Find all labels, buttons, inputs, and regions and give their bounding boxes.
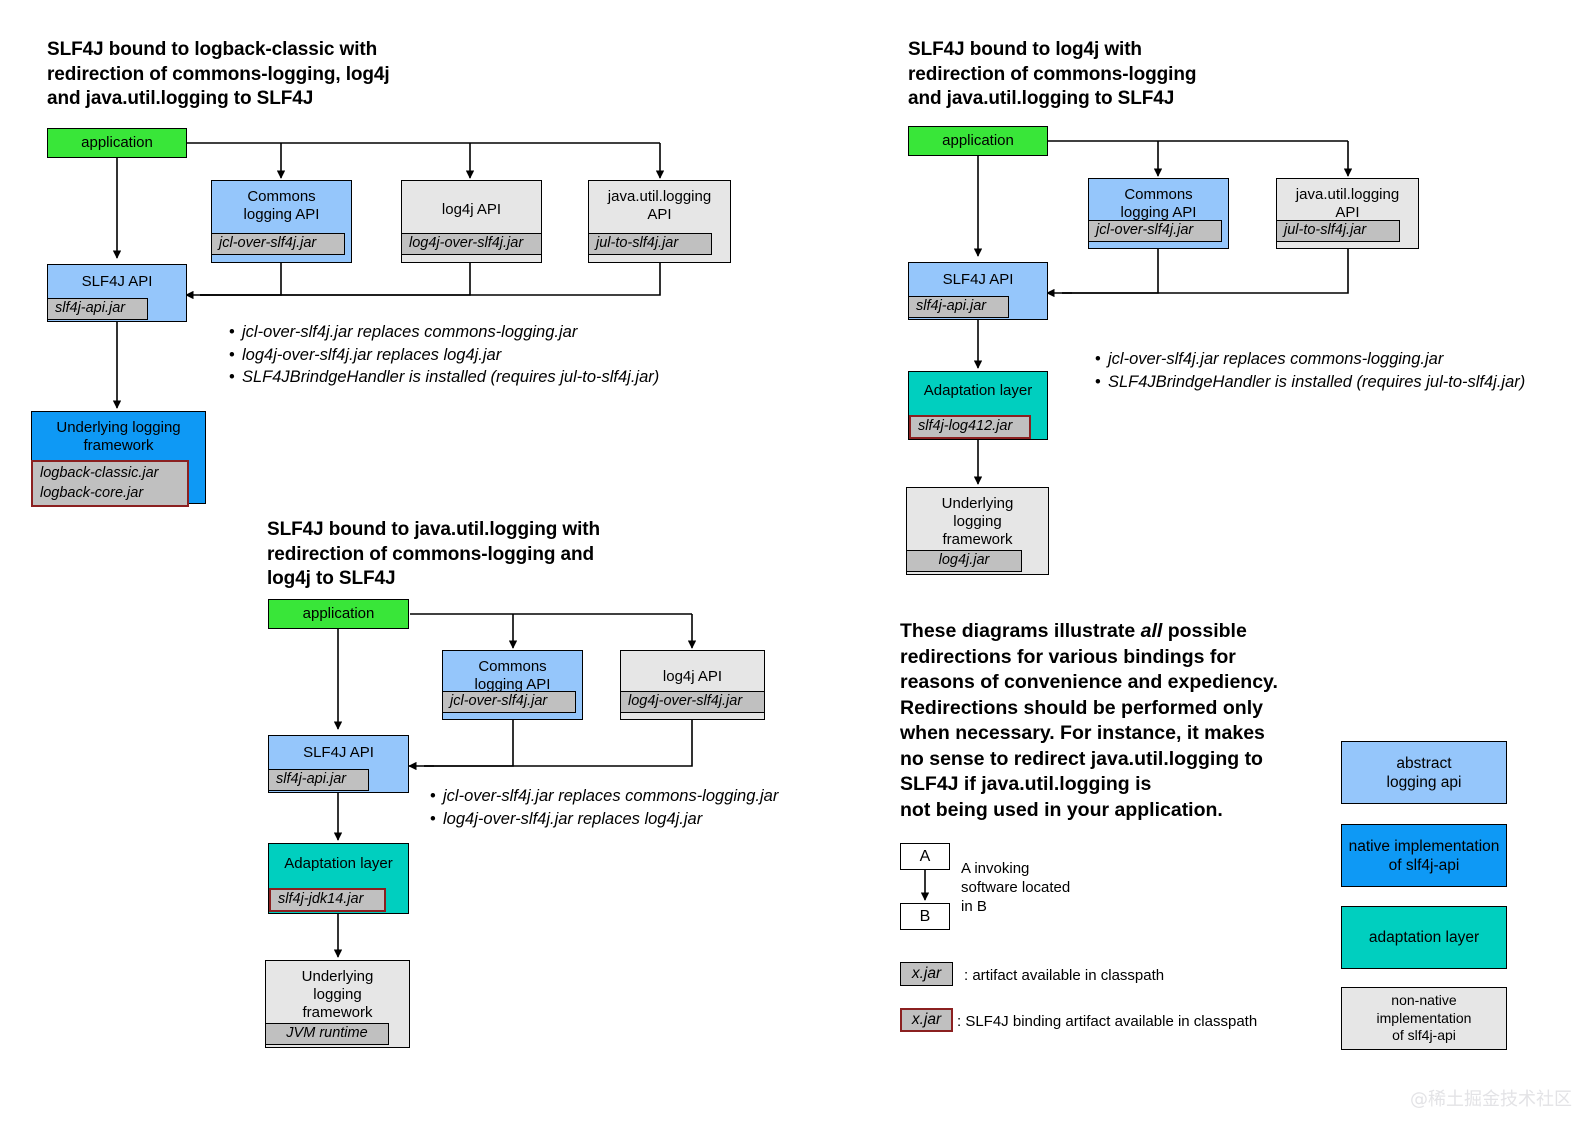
- key-non-native-implementation: non-native implementation of slf4j-api: [1341, 987, 1507, 1050]
- diagram1-log4j-api-node[interactable]: log4j API log4j-over-slf4j.jar: [401, 180, 542, 263]
- node-label: log4j API: [441, 201, 502, 218]
- key-label: abstract logging api: [1386, 754, 1462, 791]
- diagram3-application-node[interactable]: application: [268, 599, 409, 629]
- legend-box-a: A: [900, 843, 950, 870]
- node-label: SLF4J API: [942, 271, 1014, 288]
- jar-chip: slf4j-api.jar: [908, 296, 1009, 318]
- note-item: jcl-over-slf4j.jar replaces commons-logg…: [1108, 348, 1525, 371]
- jar-chip: jul-to-slf4j.jar: [588, 233, 712, 255]
- diagram3-adaptation-layer-node[interactable]: Adaptation layer slf4j-jdk14.jar: [268, 843, 409, 914]
- node-label: Commons logging API: [243, 188, 320, 223]
- diagram3-commons-logging-node[interactable]: Commons logging API jcl-over-slf4j.jar: [442, 650, 583, 720]
- key-label: adaptation layer: [1368, 929, 1480, 946]
- legend-box-b-label: B: [919, 907, 931, 925]
- legend-box-b: B: [900, 903, 950, 930]
- key-abstract-logging-api: abstract logging api: [1341, 741, 1507, 804]
- diagram3-underlying-framework-node[interactable]: Underlying logging framework JVM runtime: [265, 960, 410, 1048]
- legend-box-a-label: A: [919, 847, 931, 865]
- node-label: SLF4J API: [303, 744, 374, 761]
- diagram2-underlying-framework-node[interactable]: Underlying logging framework log4j.jar: [906, 487, 1049, 575]
- node-label: Adaptation layer: [923, 382, 1033, 399]
- note-item: jcl-over-slf4j.jar replaces commons-logg…: [443, 785, 778, 808]
- legend-binding-jar-chip: x.jar: [900, 1008, 953, 1032]
- legend-jar-chip: x.jar: [900, 962, 953, 986]
- jar-chip: log4j.jar: [906, 550, 1022, 572]
- note-item: log4j-over-slf4j.jar replaces log4j.jar: [443, 808, 778, 831]
- node-label: java.util.logging API: [1295, 186, 1400, 221]
- diagram3-slf4j-api-node[interactable]: SLF4J API slf4j-api.jar: [268, 735, 409, 793]
- diagram2-commons-logging-node[interactable]: Commons logging API jcl-over-slf4j.jar: [1088, 178, 1229, 249]
- legend-jar-chip-label: x.jar: [911, 965, 942, 982]
- diagram1-underlying-framework-node[interactable]: Underlying logging framework logback-cla…: [31, 411, 206, 507]
- node-label: application: [942, 132, 1014, 149]
- diagram2-application-node[interactable]: application: [908, 126, 1048, 156]
- jar-chip: jul-to-slf4j.jar: [1276, 220, 1400, 242]
- note-item: SLF4JBrindgeHandler is installed (requir…: [242, 366, 659, 389]
- paragraph-line1-b: possible: [1162, 620, 1247, 642]
- note-item: log4j-over-slf4j.jar replaces log4j.jar: [242, 344, 659, 367]
- node-label: Underlying logging framework: [56, 419, 181, 454]
- jar-chip: jcl-over-slf4j.jar: [1088, 220, 1222, 242]
- node-label: java.util.logging API: [607, 188, 712, 223]
- node-label: Underlying logging framework: [301, 968, 374, 1021]
- diagram1-application-node[interactable]: application: [47, 128, 187, 158]
- jar-chip-binding: logback-classic.jar logback-core.jar: [31, 460, 189, 507]
- jar-chip-binding: slf4j-log412.jar: [909, 415, 1031, 439]
- legend-arrow-caption: A invoking software located in B: [961, 860, 1071, 915]
- jar-chip: jcl-over-slf4j.jar: [442, 691, 576, 713]
- diagram2-adaptation-layer-node[interactable]: Adaptation layer slf4j-log412.jar: [908, 371, 1048, 440]
- diagram3-log4j-api-node[interactable]: log4j API log4j-over-slf4j.jar: [620, 650, 765, 720]
- paragraph-line1-a: These diagrams illustrate: [900, 620, 1141, 642]
- jar-chip: slf4j-api.jar: [47, 298, 148, 320]
- diagram1-jul-api-node[interactable]: java.util.logging API jul-to-slf4j.jar: [588, 180, 731, 263]
- node-label: application: [81, 134, 153, 151]
- jar-chip: slf4j-api.jar: [268, 769, 369, 791]
- diagram1-title: SLF4J bound to logback-classic with redi…: [47, 39, 390, 109]
- node-label: Underlying logging framework: [941, 495, 1014, 548]
- paragraph-emphasis: all: [1140, 620, 1163, 642]
- jar-chip: JVM runtime: [265, 1023, 389, 1045]
- key-label: native implementation of slf4j-api: [1348, 837, 1500, 874]
- diagram3-notes: jcl-over-slf4j.jar replaces commons-logg…: [443, 785, 778, 830]
- diagram2-jul-api-node[interactable]: java.util.logging API jul-to-slf4j.jar: [1276, 178, 1419, 249]
- watermark: @稀土掘金技术社区: [1410, 1089, 1572, 1110]
- paragraph-rest: redirections for various bindings for re…: [900, 645, 1278, 821]
- key-label: non-native implementation of slf4j-api: [1376, 992, 1472, 1044]
- diagram3-title: SLF4J bound to java.util.logging with re…: [267, 519, 601, 589]
- jar-chip: log4j-over-slf4j.jar: [620, 691, 765, 713]
- diagram2-title: SLF4J bound to log4j with redirection of…: [908, 39, 1197, 109]
- diagram1-slf4j-api-node[interactable]: SLF4J API slf4j-api.jar: [47, 264, 187, 322]
- node-label: Adaptation layer: [284, 855, 393, 872]
- explanatory-paragraph: These diagrams illustrate all possible re…: [900, 619, 1330, 823]
- key-adaptation-layer: adaptation layer: [1341, 906, 1507, 969]
- diagram2-notes: jcl-over-slf4j.jar replaces commons-logg…: [1108, 348, 1525, 393]
- jar-chip: jcl-over-slf4j.jar: [211, 233, 345, 255]
- diagram2-slf4j-api-node[interactable]: SLF4J API slf4j-api.jar: [908, 262, 1048, 320]
- jar-chip: log4j-over-slf4j.jar: [401, 233, 542, 255]
- legend-jar-caption: : artifact available in classpath: [964, 967, 1165, 984]
- node-label: application: [302, 605, 375, 622]
- note-item: SLF4JBrindgeHandler is installed (requir…: [1108, 371, 1525, 394]
- diagram1-notes: jcl-over-slf4j.jar replaces commons-logg…: [242, 321, 659, 389]
- node-label: Commons logging API: [1120, 186, 1197, 221]
- node-label: Commons logging API: [474, 658, 551, 693]
- legend-binding-jar-chip-label: x.jar: [911, 1011, 942, 1028]
- key-native-implementation: native implementation of slf4j-api: [1341, 824, 1507, 887]
- legend-binding-caption: : SLF4J binding artifact available in cl…: [957, 1013, 1258, 1030]
- note-item: jcl-over-slf4j.jar replaces commons-logg…: [242, 321, 659, 344]
- node-label: SLF4J API: [81, 273, 153, 290]
- diagram1-commons-logging-node[interactable]: Commons logging API jcl-over-slf4j.jar: [211, 180, 352, 263]
- jar-chip-binding: slf4j-jdk14.jar: [269, 888, 386, 912]
- node-label: log4j API: [662, 668, 723, 685]
